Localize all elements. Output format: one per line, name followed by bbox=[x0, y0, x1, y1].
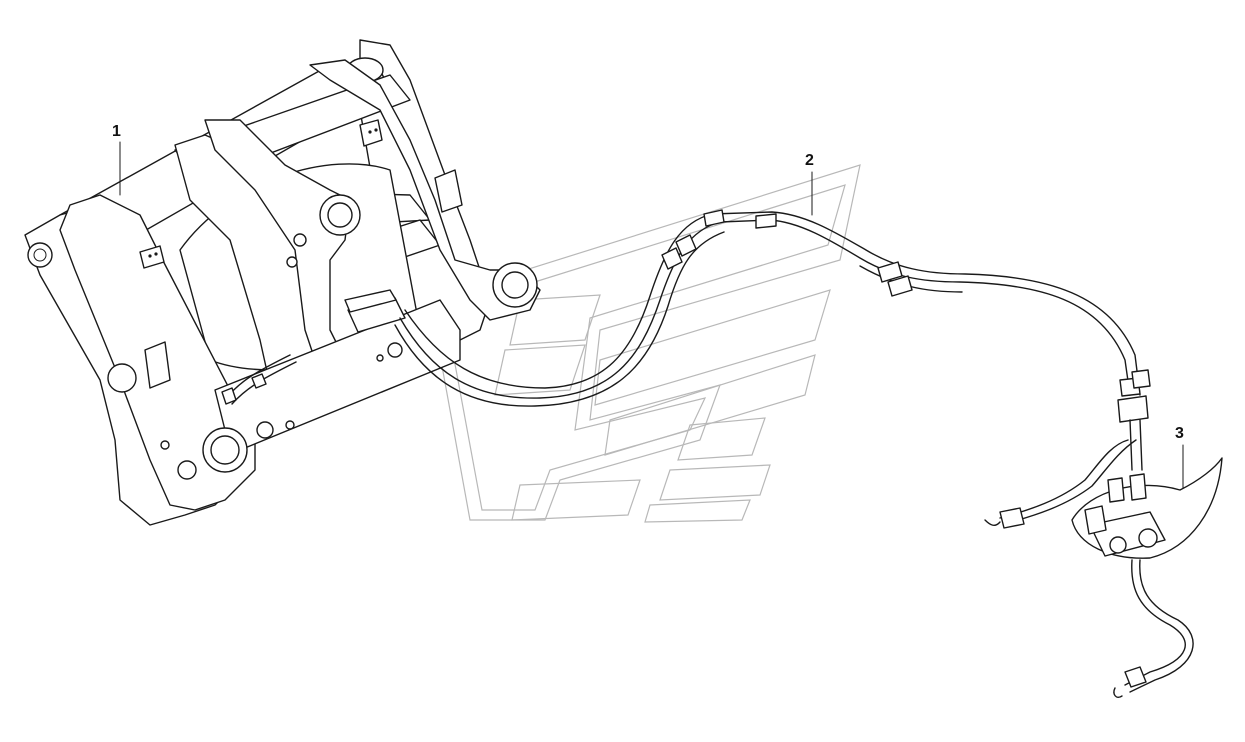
callout-1: 1 bbox=[112, 123, 121, 196]
callout-3: 3 bbox=[1175, 425, 1184, 489]
hydraulic-hose-assembly bbox=[394, 209, 1151, 407]
callout-label-1: 1 bbox=[112, 123, 121, 140]
quick-coupler-frame bbox=[24, 39, 541, 526]
callout-label-3: 3 bbox=[1175, 425, 1184, 442]
callout-2: 2 bbox=[805, 152, 814, 216]
callout-label-2: 2 bbox=[805, 152, 814, 169]
valve-block-assembly bbox=[984, 395, 1223, 698]
watermark-logo bbox=[429, 164, 861, 523]
